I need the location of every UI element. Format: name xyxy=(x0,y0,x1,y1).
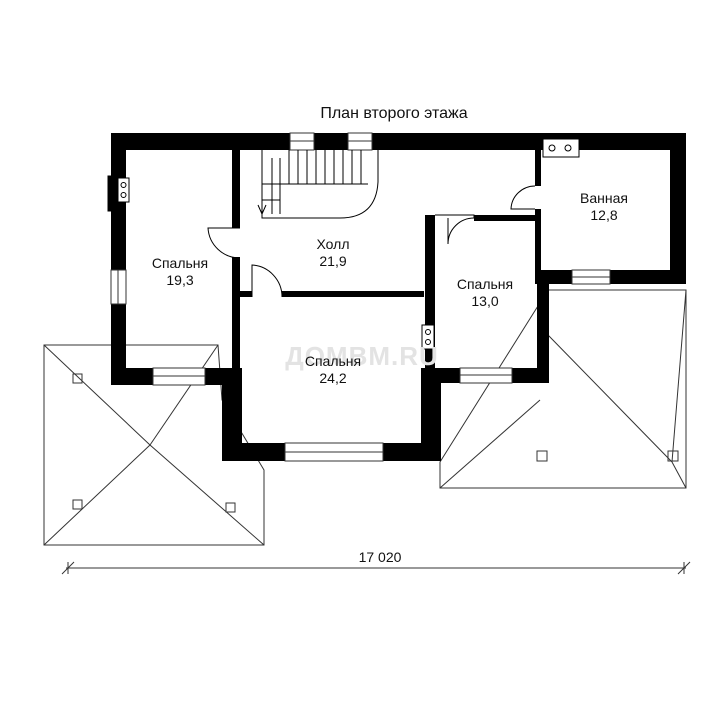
doors xyxy=(207,185,536,298)
room-name-hall: Холл xyxy=(317,236,350,252)
room-area-bathroom: 12,8 xyxy=(590,207,617,223)
room-area-bedroom-center: 24,2 xyxy=(319,370,346,386)
room-labels: Спальня 19,3 Холл 21,9 Ванная 12,8 Спаль… xyxy=(152,190,628,386)
right-roof xyxy=(439,289,687,489)
watermark: ДОМВМ.RU xyxy=(285,341,439,371)
dimension-label: 17 020 xyxy=(359,549,402,565)
vent-ducts xyxy=(107,138,580,350)
room-area-bedroom-small: 13,0 xyxy=(471,293,498,309)
room-area-bedroom-left: 19,3 xyxy=(166,272,193,288)
room-name-bedroom-left: Спальня xyxy=(152,255,208,271)
windows xyxy=(110,132,611,462)
left-roof xyxy=(43,344,265,546)
room-name-bathroom: Ванная xyxy=(580,190,628,206)
dimension-line xyxy=(61,561,691,575)
walls xyxy=(111,133,686,461)
staircase xyxy=(257,150,379,219)
room-area-hall: 21,9 xyxy=(319,253,346,269)
plan-title: План второго этажа xyxy=(320,105,467,122)
room-name-bedroom-center: Спальня xyxy=(305,353,361,369)
room-name-bedroom-small: Спальня xyxy=(457,276,513,292)
